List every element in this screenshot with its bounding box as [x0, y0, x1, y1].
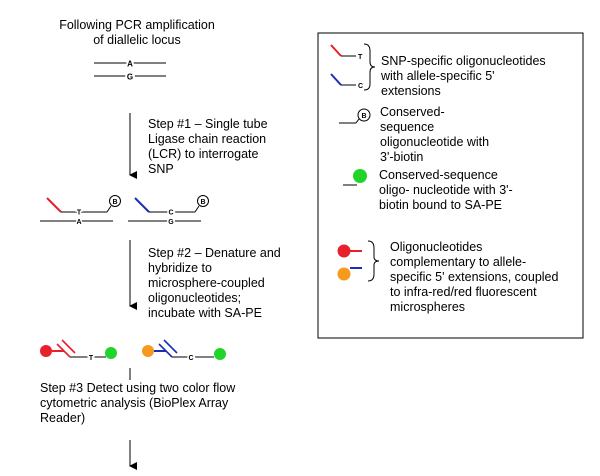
allele-t-label: T: [89, 355, 94, 362]
hybrid-product-allele-c: C: [142, 339, 226, 364]
legend-snp-oligos-icon: T C: [330, 43, 376, 91]
red-microsphere-icon: [40, 345, 52, 357]
allele-t-label: T: [77, 210, 82, 217]
legend-microspheres-text: Oligonucleotides complementary to allele…: [390, 240, 559, 314]
hybrid-product-allele-t: T: [40, 339, 117, 364]
legend-conserved-biotin-text: Conserved- sequence oligonucleotide with…: [380, 105, 490, 164]
step2-text: Step #2 – Denature and hybridize to micr…: [148, 246, 281, 320]
legend-bracket: [363, 43, 376, 91]
allele-g-label: G: [127, 73, 133, 82]
red-extension: [56, 343, 71, 358]
red-microsphere-icon: [337, 244, 351, 258]
allele-g-label: G: [168, 219, 174, 226]
biotin-label: B: [361, 113, 366, 120]
allele-c-label: C: [168, 210, 173, 217]
sa-pe-green-icon: [353, 169, 367, 183]
legend-conserved-sape-text: Conserved-sequence oligo- nucleotide wit…: [379, 168, 513, 212]
lcr-product-allele-c: B C G: [128, 195, 209, 228]
orange-microsphere-icon: [142, 345, 154, 357]
step1-text: Step #1 – Single tube Ligase chain react…: [148, 117, 268, 176]
biotin-label: B: [112, 199, 117, 206]
legend-bracket: [367, 240, 380, 282]
allele-a-label: A: [76, 219, 81, 226]
legend-conserved-sape-icon: [343, 169, 367, 186]
blue-extension: [134, 197, 150, 213]
legend-conserved-biotin-icon: B: [339, 108, 371, 124]
legend-box: [317, 32, 584, 339]
orange-microsphere-icon: [337, 267, 351, 281]
biotin-label: B: [200, 199, 205, 206]
lcr-product-allele-t: B T A: [40, 195, 121, 228]
biotin-icon: [109, 195, 121, 207]
biotin-icon: [357, 108, 371, 122]
legend-allele-c-label: C: [358, 83, 363, 90]
intro-text: Following PCR amplification of diallelic…: [59, 18, 215, 47]
pcr-duplex: A G: [94, 58, 166, 84]
legend-allele-t-label: T: [358, 54, 363, 61]
red-extension: [46, 197, 62, 213]
allele-c-label: C: [188, 355, 193, 362]
biotin-icon: [197, 195, 209, 207]
legend-snp-oligos-text: SNP-specific oligonucleotides with allel…: [381, 54, 546, 98]
step3-text: Step #3 Detect using two color flow cyto…: [40, 381, 236, 425]
legend-microspheres-icon: [337, 240, 380, 282]
blue-extension: [158, 343, 173, 358]
allele-a-label: A: [127, 60, 133, 69]
sa-pe-green-icon: [105, 347, 117, 359]
sa-pe-green-icon: [214, 348, 226, 360]
